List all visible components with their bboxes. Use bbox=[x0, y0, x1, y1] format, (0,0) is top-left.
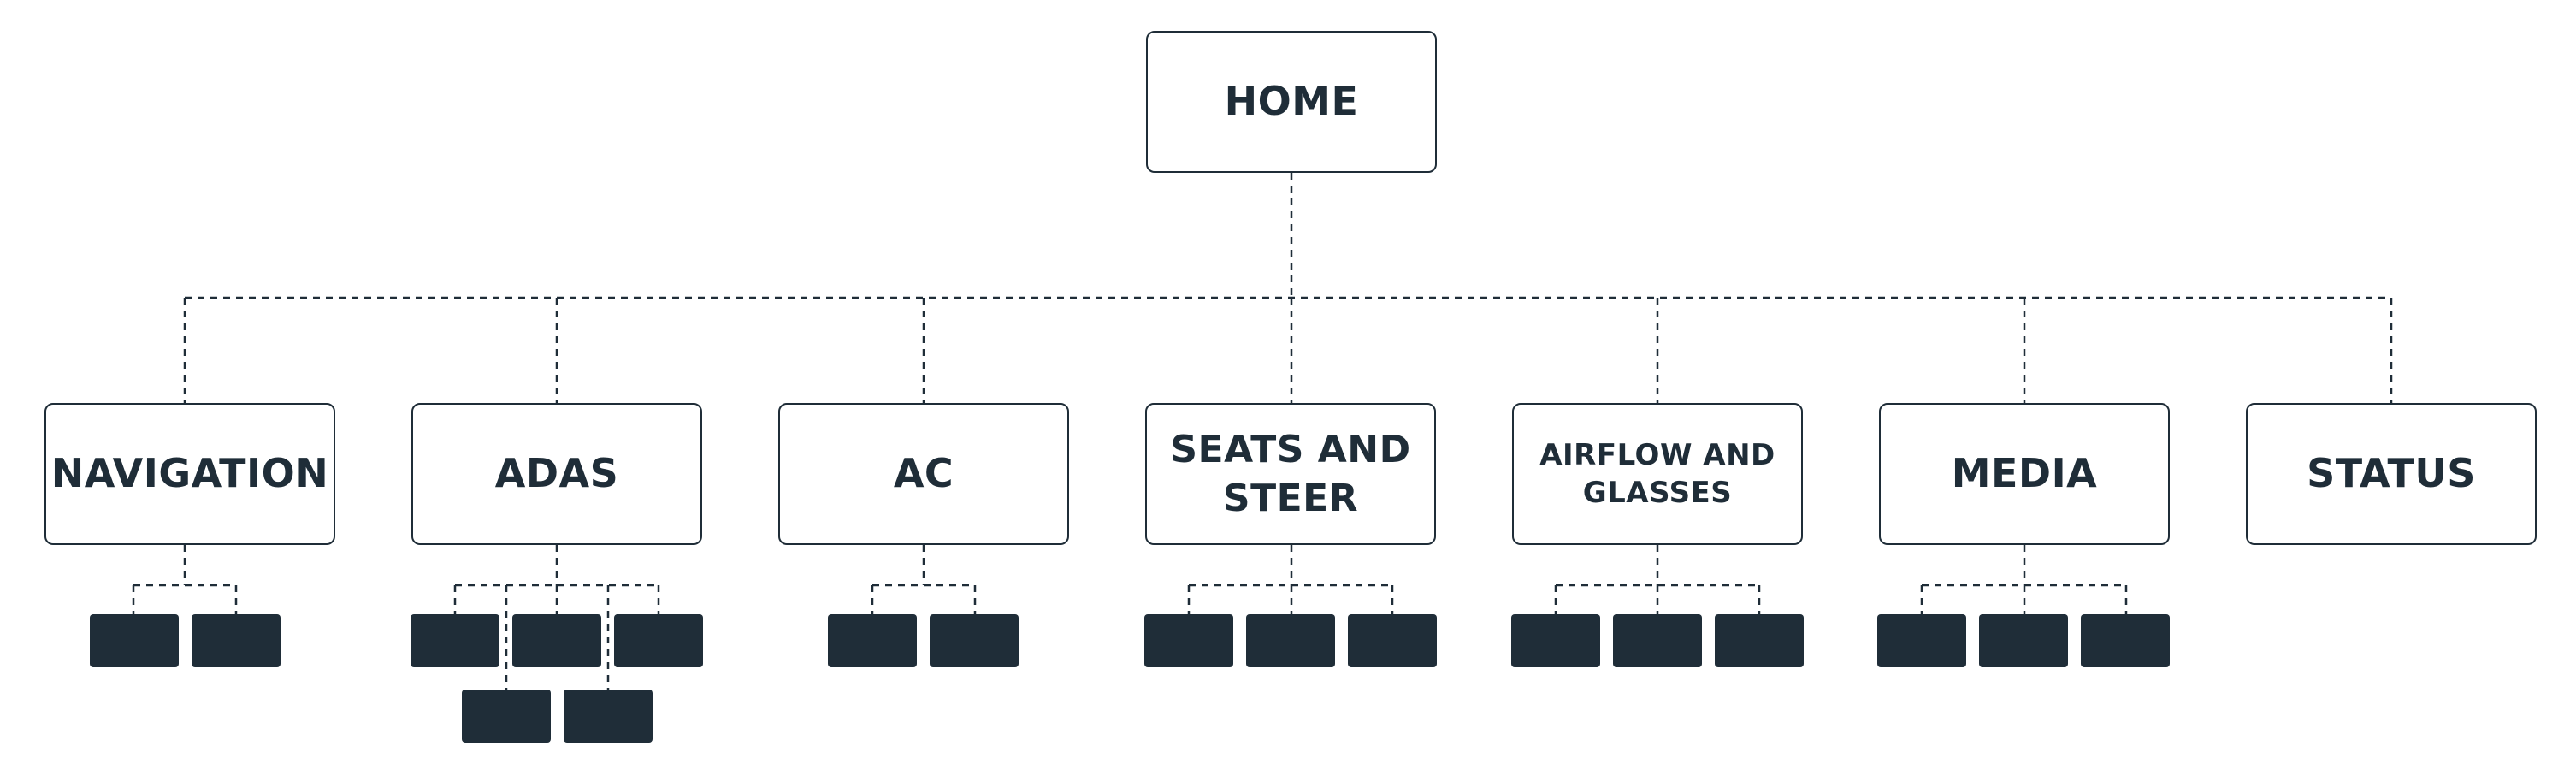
adas-subpage-4[interactable] bbox=[462, 690, 551, 743]
media-subpage-3[interactable] bbox=[2081, 614, 2170, 667]
airflow-and-glasses-subpage-2[interactable] bbox=[1613, 614, 1702, 667]
navigation-subpage-1[interactable] bbox=[90, 614, 179, 667]
media-subpage-2[interactable] bbox=[1979, 614, 2068, 667]
node-adas-label: ADAS bbox=[494, 450, 619, 497]
node-airflow-and-glasses[interactable]: AIRFLOW AND GLASSES bbox=[1512, 403, 1803, 545]
node-navigation[interactable]: NAVIGATION bbox=[44, 403, 335, 545]
adas-subpage-5[interactable] bbox=[564, 690, 653, 743]
airflow-and-glasses-subpage-3[interactable] bbox=[1715, 614, 1804, 667]
seats-and-steer-subpage-3[interactable] bbox=[1348, 614, 1437, 667]
media-subpage-1[interactable] bbox=[1877, 614, 1966, 667]
node-seats-and-steer[interactable]: SEATS AND STEER bbox=[1145, 403, 1436, 545]
adas-subpage-1[interactable] bbox=[411, 614, 499, 667]
adas-subpage-2[interactable] bbox=[512, 614, 601, 667]
node-media[interactable]: MEDIA bbox=[1879, 403, 2170, 545]
node-airflow-and-glasses-label: AIRFLOW AND GLASSES bbox=[1539, 437, 1775, 510]
seats-and-steer-subpage-1[interactable] bbox=[1144, 614, 1233, 667]
node-home[interactable]: HOME bbox=[1146, 31, 1437, 173]
navigation-subpage-2[interactable] bbox=[192, 614, 281, 667]
node-status[interactable]: STATUS bbox=[2246, 403, 2537, 545]
node-adas[interactable]: ADAS bbox=[411, 403, 702, 545]
node-seats-and-steer-label: SEATS AND STEER bbox=[1170, 427, 1411, 520]
node-navigation-label: NAVIGATION bbox=[50, 450, 329, 497]
node-ac-label: AC bbox=[893, 450, 954, 497]
ac-subpage-1[interactable] bbox=[828, 614, 917, 667]
adas-subpage-3[interactable] bbox=[614, 614, 703, 667]
airflow-and-glasses-subpage-1[interactable] bbox=[1511, 614, 1600, 667]
node-ac[interactable]: AC bbox=[778, 403, 1069, 545]
ac-subpage-2[interactable] bbox=[930, 614, 1019, 667]
node-status-label: STATUS bbox=[2307, 450, 2476, 497]
node-home-label: HOME bbox=[1224, 78, 1359, 125]
seats-and-steer-subpage-2[interactable] bbox=[1246, 614, 1335, 667]
node-media-label: MEDIA bbox=[1951, 450, 2098, 497]
